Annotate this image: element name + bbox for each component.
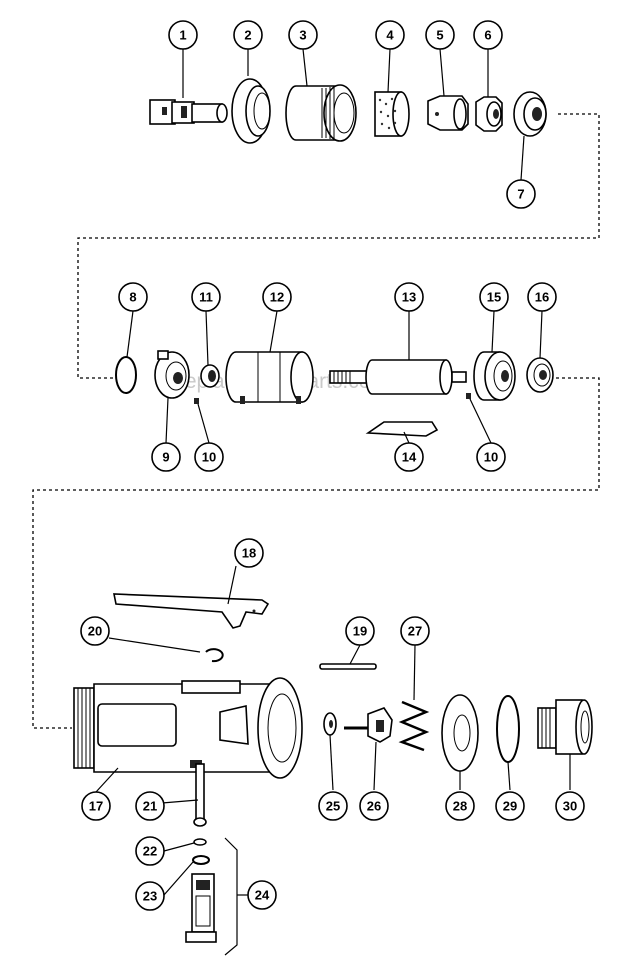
svg-text:3: 3 (299, 28, 306, 43)
callout-5: 5 (425, 20, 455, 50)
part-30-inlet-bushing (537, 699, 593, 755)
part-8-o-ring (115, 356, 137, 394)
svg-text:4: 4 (386, 28, 394, 43)
svg-text:13: 13 (402, 290, 416, 305)
callout-1: 1 (168, 20, 198, 50)
svg-text:10: 10 (202, 450, 216, 465)
part-15-end-plate-rear (473, 351, 516, 401)
part-20-retaining-ring (205, 648, 224, 663)
callout-9: 9 (151, 442, 181, 472)
part-7-bearing (513, 91, 547, 137)
part-2-collet-nut (231, 78, 271, 144)
part-16-bearing-rear (526, 357, 554, 393)
svg-text:25: 25 (326, 799, 340, 814)
callout-17: 17 (81, 791, 111, 821)
svg-text:11: 11 (199, 290, 213, 305)
svg-text:20: 20 (88, 624, 102, 639)
part-27-spring (398, 700, 430, 752)
assembly-path-lines (32, 113, 600, 729)
part-4-filter-screen (374, 91, 410, 137)
part-13-rotor (329, 359, 467, 395)
part-28-gasket (441, 694, 479, 772)
part-18-throttle-lever (113, 593, 270, 629)
callout-10-right: 10 (476, 442, 506, 472)
svg-text:2: 2 (244, 28, 251, 43)
callout-26: 26 (359, 791, 389, 821)
svg-text:22: 22 (143, 844, 157, 859)
part-6-hex-nut (475, 96, 503, 132)
part-19-pin (319, 663, 377, 670)
callout-7: 7 (506, 179, 536, 209)
callout-24: 24 (247, 880, 277, 910)
part-23-washer-small (192, 855, 210, 865)
callout-28: 28 (445, 791, 475, 821)
callout-13: 13 (394, 282, 424, 312)
callout-30: 30 (555, 791, 585, 821)
part-29-o-ring (496, 695, 520, 763)
part-5-spacer-hex (427, 95, 469, 131)
svg-text:5: 5 (436, 28, 443, 43)
callout-14: 14 (394, 442, 424, 472)
svg-text:8: 8 (129, 290, 136, 305)
part-17-housing (73, 677, 303, 779)
svg-text:29: 29 (503, 799, 517, 814)
callout-20: 20 (80, 616, 110, 646)
svg-text:24: 24 (255, 888, 270, 903)
callout-18: 18 (234, 538, 264, 568)
callout-27: 27 (400, 616, 430, 646)
part-12-cylinder (225, 351, 314, 404)
svg-text:17: 17 (89, 799, 103, 814)
svg-text:30: 30 (563, 799, 577, 814)
svg-text:14: 14 (402, 450, 417, 465)
leader-lines (95, 48, 571, 956)
svg-text:21: 21 (143, 799, 157, 814)
part-10-pin-b (466, 393, 471, 399)
callout-15: 15 (479, 282, 509, 312)
svg-text:1: 1 (179, 28, 186, 43)
svg-text:27: 27 (408, 624, 422, 639)
callout-11: 11 (191, 282, 221, 312)
svg-text:23: 23 (143, 889, 157, 904)
svg-text:18: 18 (242, 546, 256, 561)
callout-23: 23 (135, 881, 165, 911)
svg-text:6: 6 (484, 28, 491, 43)
svg-text:9: 9 (162, 450, 169, 465)
callout-4: 4 (375, 20, 405, 50)
svg-text:7: 7 (517, 187, 524, 202)
part-9-end-plate (154, 350, 190, 399)
svg-text:10: 10 (484, 450, 498, 465)
callout-2: 2 (233, 20, 263, 50)
svg-text:26: 26 (367, 799, 381, 814)
callout-21: 21 (135, 791, 165, 821)
svg-text:28: 28 (453, 799, 467, 814)
part-21-valve-stem (193, 763, 207, 827)
part-1-collet (149, 99, 228, 125)
part-22-o-ring-small (193, 838, 207, 846)
part-10-pin-a (194, 398, 199, 404)
svg-text:19: 19 (353, 624, 367, 639)
callout-6: 6 (473, 20, 503, 50)
svg-text:12: 12 (270, 290, 284, 305)
callout-10-left: 10 (194, 442, 224, 472)
callout-25: 25 (318, 791, 348, 821)
callout-3: 3 (288, 20, 318, 50)
part-14-vane (365, 421, 439, 437)
callout-22: 22 (135, 836, 165, 866)
callout-12: 12 (262, 282, 292, 312)
part-26-valve (344, 707, 393, 743)
svg-text:15: 15 (487, 290, 501, 305)
part-11-bearing-small (200, 364, 220, 388)
part-3-housing-cap (285, 84, 357, 142)
callout-29: 29 (495, 791, 525, 821)
part-24-valve-assembly (185, 873, 217, 943)
callout-16: 16 (527, 282, 557, 312)
svg-text:16: 16 (535, 290, 549, 305)
part-25-washer (323, 712, 337, 736)
callout-8: 8 (118, 282, 148, 312)
callout-19: 19 (345, 616, 375, 646)
